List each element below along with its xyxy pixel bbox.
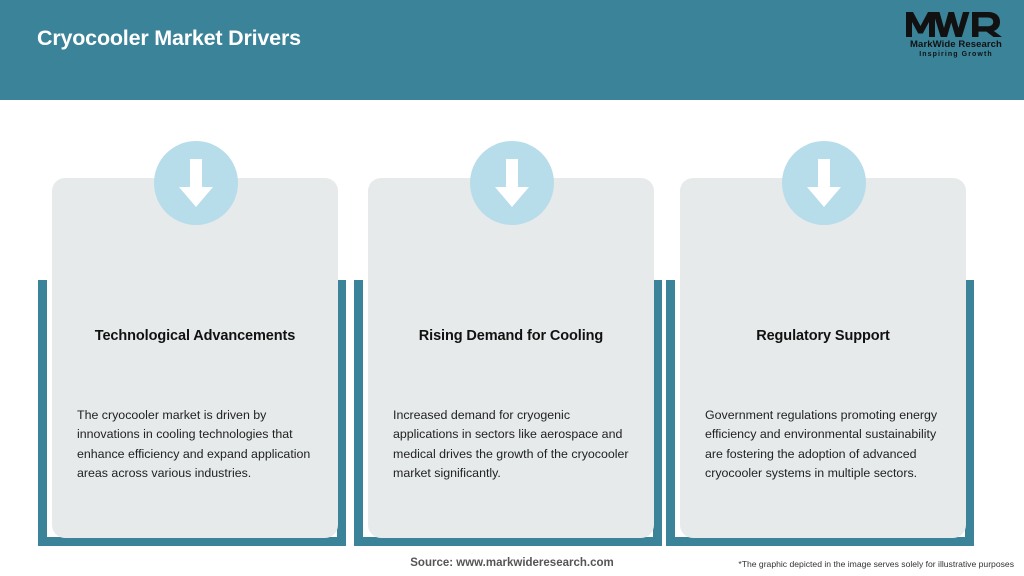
disclaimer-label: *The graphic depicted in the image serve… <box>738 559 1014 569</box>
driver-card-technological-advancements[interactable]: Technological Advancements The cryocoole… <box>38 100 354 546</box>
card-panel: Technological Advancements The cryocoole… <box>52 178 338 538</box>
card-panel: Regulatory Support Government regulation… <box>680 178 966 538</box>
mwr-monogram-icon <box>906 12 1002 37</box>
card-description: The cryocooler market is driven by innov… <box>77 408 311 481</box>
arrow-down-icon <box>495 159 529 207</box>
page-title: Cryocooler Market Drivers <box>37 26 301 50</box>
card-description: Increased demand for cryogenic applicati… <box>393 408 629 481</box>
card-title: Regulatory Support <box>756 328 890 344</box>
card-icon-badge <box>782 141 866 225</box>
logo-company-name: MarkWide Research <box>910 39 1002 50</box>
card-icon-badge <box>154 141 238 225</box>
card-bracket-accent <box>666 280 974 546</box>
card-title: Rising Demand for Cooling <box>418 328 604 344</box>
source-label: Source: www.markwideresearch.com <box>410 557 614 569</box>
brand-logo: MarkWide Research Inspiring Growth <box>904 9 1008 65</box>
driver-card-rising-demand-for-cooling[interactable]: Rising Demand for Cooling Increased dema… <box>354 100 670 546</box>
logo-tagline: Inspiring Growth <box>919 50 993 58</box>
card-bracket-accent <box>354 280 662 546</box>
header-bar: Cryocooler Market Drivers MarkWide Resea… <box>0 0 1024 100</box>
drivers-card-row: Technological Advancements The cryocoole… <box>0 100 1024 546</box>
card-title: Technological Advancements <box>94 328 296 344</box>
driver-card-regulatory-support[interactable]: Regulatory Support Government regulation… <box>666 100 982 546</box>
card-bracket-accent <box>38 280 346 546</box>
card-panel: Rising Demand for Cooling Increased dema… <box>368 178 654 538</box>
card-description: Government regulations promoting energy … <box>705 408 938 481</box>
arrow-down-icon <box>807 159 841 207</box>
card-icon-badge <box>470 141 554 225</box>
arrow-down-icon <box>179 159 213 207</box>
